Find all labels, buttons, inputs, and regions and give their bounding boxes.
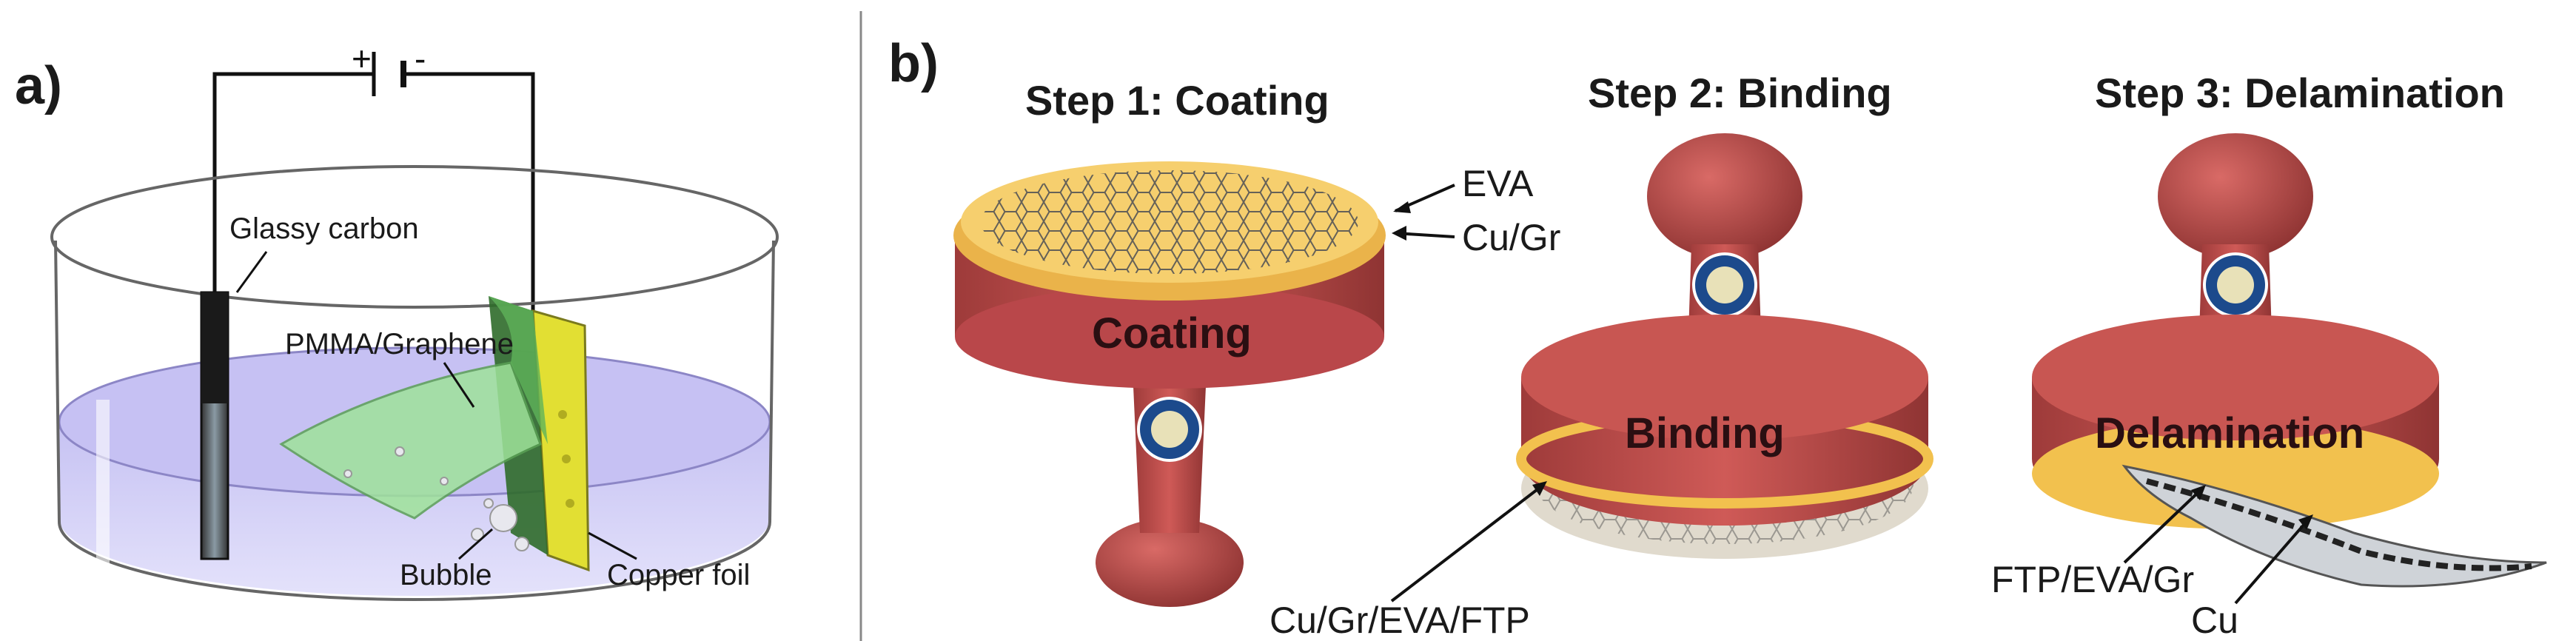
- cu-pointer: [2234, 517, 2311, 605]
- panel-b: b) Step 1: Coating Step 2: Binding Step …: [888, 34, 2547, 641]
- graphene-pattern: [981, 170, 1358, 274]
- plus-sign: +: [352, 39, 372, 78]
- stamp-knob: [2158, 133, 2313, 259]
- ftp-eva-gr-pointer: [2123, 487, 2204, 564]
- step3-title: Step 3: Delamination: [2095, 70, 2505, 116]
- glassy-carbon-electrode: [200, 291, 229, 560]
- stamp-coating: Coating: [953, 161, 1386, 607]
- stamp-knob: [1647, 133, 1802, 259]
- pmma-graphene-label: PMMA/Graphene: [285, 328, 514, 360]
- step1-title: Step 1: Coating: [1025, 77, 1329, 124]
- cu-label: Cu: [2191, 600, 2238, 641]
- panel-a: a) + - Glassy carbon: [15, 39, 779, 601]
- copper-foil-label: Copper foil: [607, 559, 750, 591]
- bubble-pointer: [458, 528, 493, 560]
- coating-stamp-label: Coating: [1092, 309, 1252, 358]
- stamp-knob: [1096, 518, 1244, 607]
- glassy-carbon-pointer: [235, 251, 268, 293]
- pmma-graphene-pointer: [443, 362, 475, 408]
- panel-a-label: a): [15, 56, 62, 115]
- stamp-delamination: Delamination: [2032, 133, 2547, 588]
- copper-foil-pointer: [588, 531, 637, 560]
- minus-sign: -: [415, 39, 426, 78]
- stamp-binding: Binding: [1516, 133, 1933, 559]
- ftp-eva-gr-label: FTP/EVA/Gr: [1991, 559, 2194, 600]
- peeled-cu-foil: [2121, 464, 2547, 588]
- panel-b-label: b): [888, 34, 939, 93]
- bubble-label: Bubble: [400, 559, 492, 591]
- cu-gr-eva-ftp-pointer: [1390, 483, 1545, 603]
- delamination-stamp-label: Delamination: [2095, 409, 2364, 457]
- eva-layer: [2032, 418, 2439, 529]
- step2-title: Step 2: Binding: [1588, 70, 1892, 116]
- eva-label: EVA: [1462, 163, 1534, 204]
- pmma-graphene-film: [279, 296, 548, 520]
- binding-stamp-label: Binding: [1625, 409, 1785, 457]
- bubbles: [343, 446, 529, 551]
- cu-gr-label: Cu/Gr: [1462, 217, 1560, 258]
- glassy-carbon-label: Glassy carbon: [229, 212, 419, 245]
- cu-gr-eva-ftp-label: Cu/Gr/EVA/FTP: [1269, 600, 1530, 641]
- battery-icon: [372, 52, 406, 96]
